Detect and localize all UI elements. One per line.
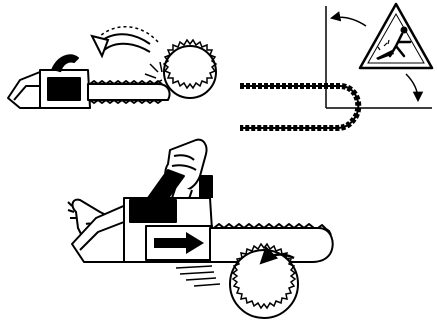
panel-kickback-zone: [240, 2, 434, 131]
saw-chain-icon: [240, 83, 362, 131]
chainsaw-icon: [71, 169, 334, 263]
contact-spark-icon: [144, 61, 163, 85]
motion-lines: [175, 265, 221, 287]
direction-arrow-icon: [154, 232, 204, 254]
log-icon: [162, 38, 218, 99]
chainsaw-icon: [7, 54, 171, 109]
panel-pull-in: [67, 138, 334, 319]
rotation-arrow-icon: [329, 11, 424, 103]
warning-triangle-icon: [358, 2, 434, 70]
rotation-arrow-icon: [259, 245, 295, 265]
panel-kickback-rotational: [7, 26, 218, 109]
zone-corner-lines: [325, 6, 432, 109]
kickback-arrow-icon: [90, 26, 159, 59]
